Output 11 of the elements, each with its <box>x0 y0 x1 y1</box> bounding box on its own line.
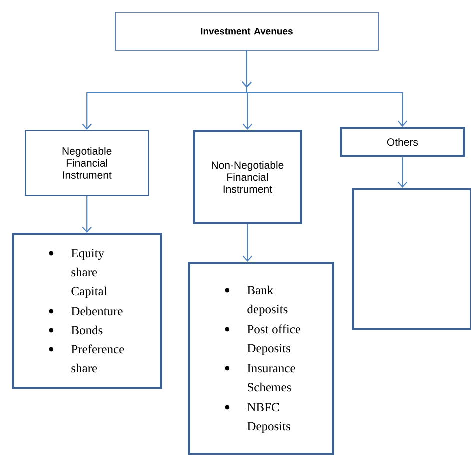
category-box: Non-Negotiable Financial Instrument <box>193 130 302 224</box>
arrow <box>242 224 253 262</box>
empty-box <box>352 188 471 330</box>
title-box: Investment Avenues <box>115 12 379 51</box>
category-box: Negotiable Financial Instrument <box>25 130 150 196</box>
arrow <box>82 196 92 233</box>
bullet-list-box: Equity share Capital Debenture Bonds Preference share <box>12 233 162 390</box>
arrow <box>242 50 408 127</box>
arrow <box>398 157 408 188</box>
category-box: Others <box>340 127 466 158</box>
bullet-list-box: Bank deposits Post office Deposits Insurance Schemes NBFC Deposits <box>188 262 334 455</box>
